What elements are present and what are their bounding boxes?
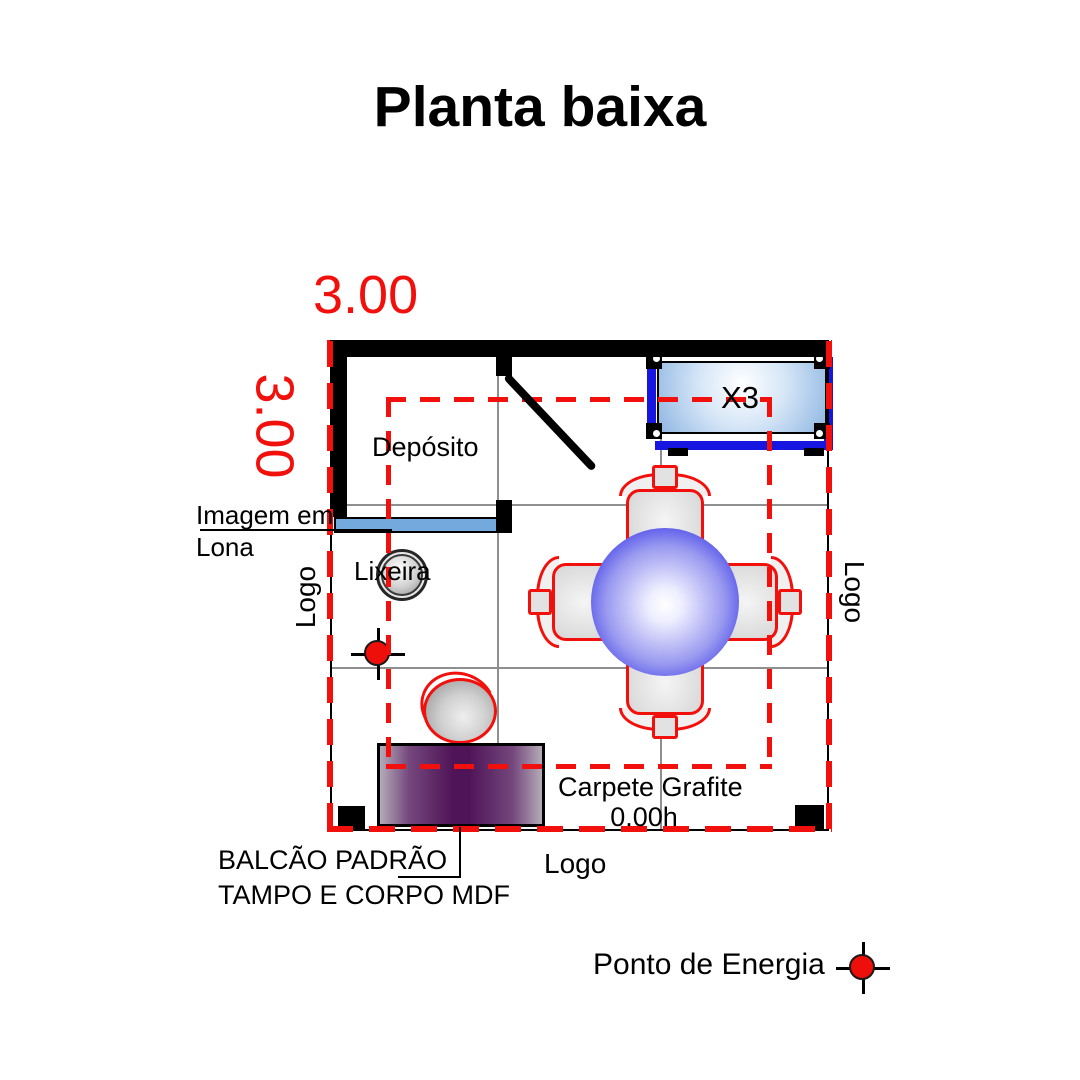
trash-label: Lixeira [354, 556, 431, 586]
case-corner-bracket [646, 423, 662, 439]
energy-point-icon [351, 628, 405, 680]
dimension-height-label: 3.00 [244, 373, 305, 479]
round-table [591, 528, 739, 676]
x3-label: X3 [721, 380, 759, 415]
carpet-label-line2: 0.00h [610, 802, 678, 832]
wall-stub [496, 500, 512, 533]
setback-boundary-top [386, 397, 772, 402]
counter-leader-v [459, 827, 461, 878]
counter-leader-h [398, 876, 461, 878]
case-corner-bracket [646, 353, 662, 369]
logo-label-right: Logo [839, 560, 870, 624]
case-foot [804, 448, 824, 456]
grid-line [331, 667, 829, 669]
grid-line [347, 504, 829, 506]
deposito-label: Depósito [372, 432, 479, 462]
logo-label-bottom: Logo [544, 848, 607, 879]
page-title: Planta baixa [373, 75, 707, 139]
setback-boundary-bottom [386, 764, 772, 769]
counter [377, 743, 545, 827]
left-wall [330, 340, 347, 517]
door-jamb [496, 357, 512, 376]
setback-boundary-left [386, 397, 391, 769]
setback-boundary-right [767, 397, 772, 769]
canvas-image-label-line1: Imagem em [196, 500, 334, 530]
canvas-label-leader [200, 529, 392, 531]
stand-boundary-left [327, 341, 333, 832]
stand-boundary-right [826, 341, 832, 832]
legend-energy-label: Ponto de Energia [593, 948, 825, 981]
top-wall [330, 340, 829, 357]
logo-label-left: Logo [290, 565, 321, 629]
legend-energy-point-icon [836, 942, 890, 994]
case-foot [668, 448, 688, 456]
stool [423, 678, 497, 744]
dimension-width-label: 3.00 [313, 265, 419, 325]
canvas-image-label-line2: Lona [196, 532, 254, 562]
stand-boundary-bottom [327, 826, 832, 832]
counter-note-line2: TAMPO E CORPO MDF [218, 880, 511, 910]
grid-line [497, 357, 499, 831]
counter-note-line1: BALCÃO PADRÃO [218, 845, 448, 875]
carpet-label-line1: Carpete Grafite [558, 772, 743, 802]
display-case-bottom-frame [655, 441, 833, 450]
